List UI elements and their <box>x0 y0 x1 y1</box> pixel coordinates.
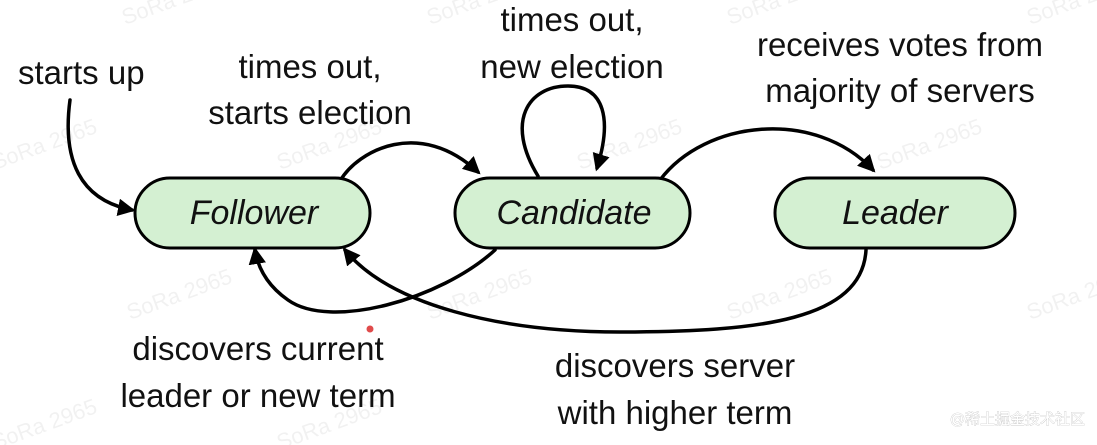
state-follower: Follower <box>133 176 372 250</box>
watermark-text: SoRa 2965 <box>423 264 535 325</box>
watermark-text: SoRa 2965 <box>873 114 985 175</box>
arrow-follower-to-candidate <box>338 141 481 183</box>
site-watermark: @稀土掘金技术社区 <box>950 410 1085 428</box>
arrow-candidate-self-loop <box>520 84 610 178</box>
watermark-text: SoRa 2965 <box>118 0 230 30</box>
label-discovers-current-leader-line1: discovers current <box>132 330 383 367</box>
cursor-dot <box>365 324 375 334</box>
watermark-text: SoRa 2965 <box>123 264 235 325</box>
state-follower-label: Follower <box>190 194 320 232</box>
label-times-out-new-election-line2: new election <box>480 48 663 85</box>
state-candidate: Candidate <box>453 176 692 250</box>
label-discovers-higher-term-line2: with higher term <box>557 394 793 431</box>
label-times-out-new-election-line1: times out, <box>500 1 643 38</box>
state-leader: Leader <box>773 176 1017 250</box>
state-candidate-shape <box>453 176 692 250</box>
watermark-text: SoRa 2965 <box>0 394 100 445</box>
label-discovers-current-leader-line2: leader or new term <box>120 377 395 414</box>
transition-arrows <box>66 84 876 334</box>
state-leader-shape <box>773 176 1017 250</box>
label-times-out-starts-election-line2: starts election <box>208 94 412 131</box>
arrow-candidate-to-follower <box>248 246 497 314</box>
label-receives-votes-line1: receives votes from <box>757 26 1043 63</box>
label-times-out-starts-election-line1: times out, <box>238 48 381 85</box>
watermark-text: SoRa 2965 <box>1023 264 1097 325</box>
watermark-text: SoRa 2965 <box>723 264 835 325</box>
arrow-leader-to-follower <box>342 247 868 334</box>
label-discovers-higher-term-line1: discovers server <box>555 347 795 384</box>
watermark-text: SoRa 2965 <box>573 114 685 175</box>
label-receives-votes-line2: majority of servers <box>765 72 1035 109</box>
label-starts-up: starts up <box>18 54 145 91</box>
arrow-starts-up <box>66 98 136 216</box>
state-follower-shape <box>133 176 372 250</box>
arrow-candidate-to-leader <box>658 127 876 182</box>
state-leader-label: Leader <box>842 194 950 232</box>
watermark-text: SoRa 2965 <box>0 114 100 175</box>
state-candidate-label: Candidate <box>496 194 651 232</box>
